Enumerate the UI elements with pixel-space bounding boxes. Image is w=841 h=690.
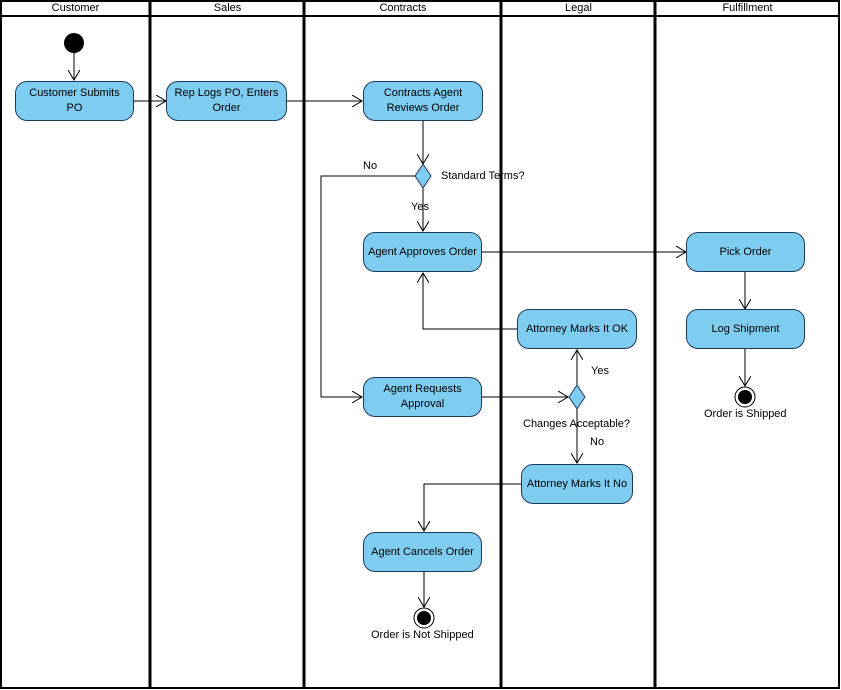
- decision-standard-terms: [414, 163, 432, 189]
- final-label-not-shipped: Order is Not Shipped: [371, 629, 474, 641]
- action-agent-requests-approval[interactable]: Agent Requests Approval: [363, 377, 482, 417]
- action-agent-cancels[interactable]: Agent Cancels Order: [363, 532, 482, 572]
- guard-no-changes: No: [590, 436, 605, 448]
- lane-title-contracts: Contracts: [379, 2, 427, 14]
- control-flows: [74, 53, 745, 607]
- action-pick-order[interactable]: Pick Order: [686, 232, 805, 272]
- guard-no-standard: No: [363, 160, 378, 172]
- final-label-shipped: Order is Shipped: [704, 408, 787, 420]
- flow-attorney-no-to-cancel: [424, 483, 521, 531]
- action-contracts-agent-reviews[interactable]: Contracts Agent Reviews Order: [363, 81, 483, 121]
- guard-yes-standard: Yes: [411, 201, 429, 213]
- flow-attorney-ok-to-approve: [423, 273, 517, 330]
- flow-decision-no: [320, 175, 415, 397]
- lane-title-fulfillment: Fulfillment: [722, 2, 773, 14]
- guard-yes-changes: Yes: [591, 365, 609, 377]
- lane-title-sales: Sales: [213, 2, 242, 14]
- action-agent-approves[interactable]: Agent Approves Order: [363, 232, 482, 272]
- action-log-shipment[interactable]: Log Shipment: [686, 309, 805, 349]
- lane-title-legal: Legal: [565, 2, 592, 14]
- action-attorney-marks-no[interactable]: Attorney Marks It No: [521, 464, 633, 504]
- action-customer-submits-po[interactable]: Customer Submits PO: [15, 81, 134, 121]
- final-node-not-shipped: [413, 607, 435, 629]
- decision-label-changes-acceptable: Changes Acceptable?: [523, 418, 631, 430]
- lane-title-customer: Customer: [51, 2, 100, 14]
- decision-changes-acceptable: [568, 384, 586, 410]
- action-rep-logs-po[interactable]: Rep Logs PO, Enters Order: [166, 81, 287, 121]
- decision-label-standard-terms: Standard Terms?: [441, 170, 525, 182]
- final-node-shipped: [734, 386, 756, 408]
- initial-node: [64, 33, 84, 53]
- action-attorney-marks-ok[interactable]: Attorney Marks It OK: [517, 309, 637, 349]
